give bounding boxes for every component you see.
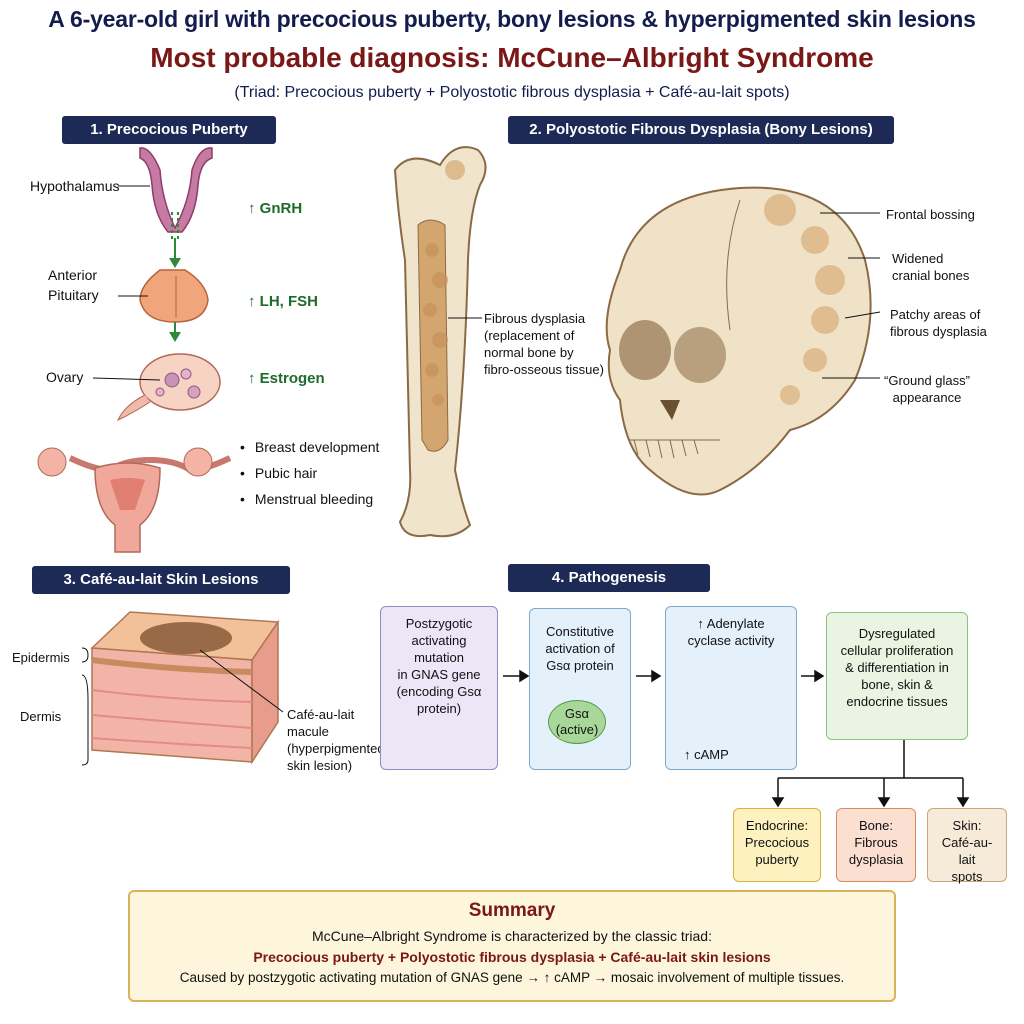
camp-label: ↑ cAMP <box>684 747 729 762</box>
skin-block-illustration <box>90 611 280 765</box>
summary-title: Summary <box>468 900 556 921</box>
frontal-bossing-label: Frontal bossing <box>886 207 975 222</box>
hypothalamus-illustration <box>139 147 213 240</box>
panel1-header: 1. Precocious Puberty <box>62 116 276 144</box>
pituitary-label: Pituitary <box>48 287 99 303</box>
step-mutation-box: Postzygotic activating mutation in GNAS … <box>380 606 498 770</box>
effect-item: Breast development <box>240 438 380 456</box>
panel2-header: 2. Polyostotic Fibrous Dysplasia (Bony L… <box>508 116 894 144</box>
epidermis-label: Epidermis <box>12 650 70 665</box>
main-title: A 6-year-old girl with precocious pubert… <box>48 6 976 32</box>
estrogen-label: ↑ Estrogen <box>248 370 325 387</box>
summary-line1: McCune–Albright Syndrome is characterize… <box>312 928 712 944</box>
ovary-label: Ovary <box>46 369 84 385</box>
lh-fsh-label: ↑ LH, FSH <box>248 293 318 310</box>
femur-illustration <box>393 146 487 538</box>
effect-item: Menstrual bleeding <box>240 490 373 508</box>
ground-glass-label: “Ground glass” appearance <box>884 373 970 405</box>
gsa-active-badge: Gsα (active) <box>548 700 606 744</box>
skull-illustration <box>605 186 872 496</box>
gnrh-label: ↑ GnRH <box>248 200 303 217</box>
step-gsa-box: Constitutive activation of Gsα protein <box>529 608 631 770</box>
summary-line3: Caused by postzygotic activating mutatio… <box>179 970 845 985</box>
pituitary-illustration <box>139 269 209 323</box>
step-adenylate-box: ↑ Adenylate cyclase activity <box>665 606 797 770</box>
hypothalamus-label: Hypothalamus <box>30 178 120 194</box>
panel3-header: 3. Café-au-lait Skin Lesions <box>32 566 290 594</box>
summary-box: Summary McCune–Albright Syndrome is char… <box>128 890 896 1002</box>
patchy-label: Patchy areas of fibrous dysplasia <box>890 307 987 339</box>
triad-subtitle: (Triad: Precocious puberty + Polyostotic… <box>234 84 790 101</box>
diagnosis-title: Most probable diagnosis: McCune–Albright… <box>150 42 874 73</box>
outcome-endocrine: Endocrine: Precocious puberty <box>733 808 821 882</box>
widened-label: Widened cranial bones <box>892 251 970 283</box>
outcome-bone: Bone: Fibrous dysplasia <box>836 808 916 882</box>
panel4-header: 4. Pathogenesis <box>508 564 710 592</box>
dermis-label: Dermis <box>20 709 62 724</box>
femur-label: Fibrous dysplasia (replacement of normal… <box>484 311 604 377</box>
ovary-illustration <box>116 353 221 422</box>
summary-line2: Precocious puberty + Polyostotic fibrous… <box>253 949 771 965</box>
anterior-label: Anterior <box>48 267 98 283</box>
effect-item: Pubic hair <box>240 464 317 482</box>
step-dysregulated-box: Dysregulated cellular proliferation & di… <box>826 612 968 740</box>
pathway-arrows <box>503 669 970 808</box>
uterus-illustration <box>37 447 232 553</box>
macule-label: Café-au-lait macule (hyperpigmented skin… <box>287 707 385 773</box>
outcome-skin: Skin: Café-au-lait spots <box>927 808 1007 884</box>
